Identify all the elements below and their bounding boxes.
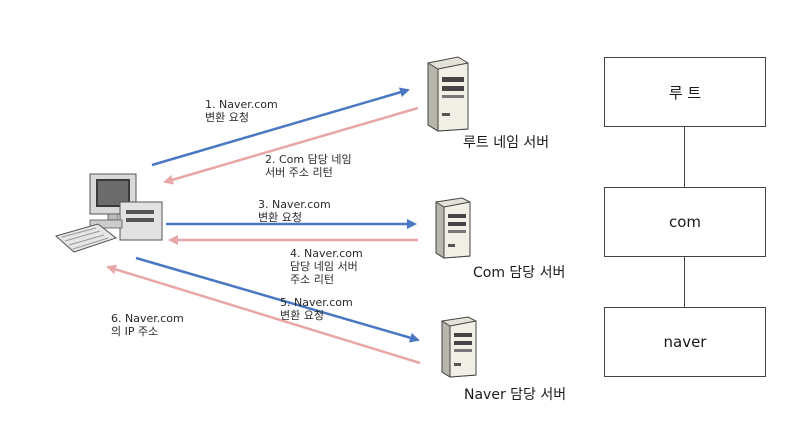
- hierarchy-connector-root-com: [684, 127, 685, 187]
- hierarchy-connector-com-naver: [684, 257, 685, 307]
- step-1-label: 1. Naver.com 변환 요청: [205, 98, 278, 124]
- arrow-step-5: [135, 256, 420, 343]
- naver-server-label: Naver 담당 서버: [464, 387, 567, 403]
- step-4-label: 4. Naver.com 담당 네임 서버 주소 리턴: [290, 247, 363, 286]
- hierarchy-node-com: com: [604, 187, 766, 257]
- com-server-icon: [435, 197, 471, 259]
- step-6-label: 6. Naver.com 의 IP 주소: [111, 312, 184, 338]
- naver-server-icon: [441, 316, 477, 378]
- com-server-label: Com 담당 서버: [473, 265, 566, 281]
- step-5-label: 5. Naver.com 변환 요청: [280, 296, 353, 322]
- step-2-label: 2. Com 담당 네임 서버 주소 리턴: [265, 153, 352, 179]
- step-3-label: 3. Naver.com 변환 요청: [258, 198, 331, 224]
- hierarchy-node-naver: naver: [604, 307, 766, 377]
- arrow-step-1: [151, 87, 410, 167]
- root-server-label: 루트 네임 서버: [463, 135, 550, 151]
- desktop-computer-icon: [54, 173, 163, 253]
- arrow-step-2: [163, 106, 419, 185]
- hierarchy-node-root: 루 트: [604, 57, 766, 127]
- arrow-step-6: [106, 264, 421, 365]
- root-server-icon: [427, 56, 469, 132]
